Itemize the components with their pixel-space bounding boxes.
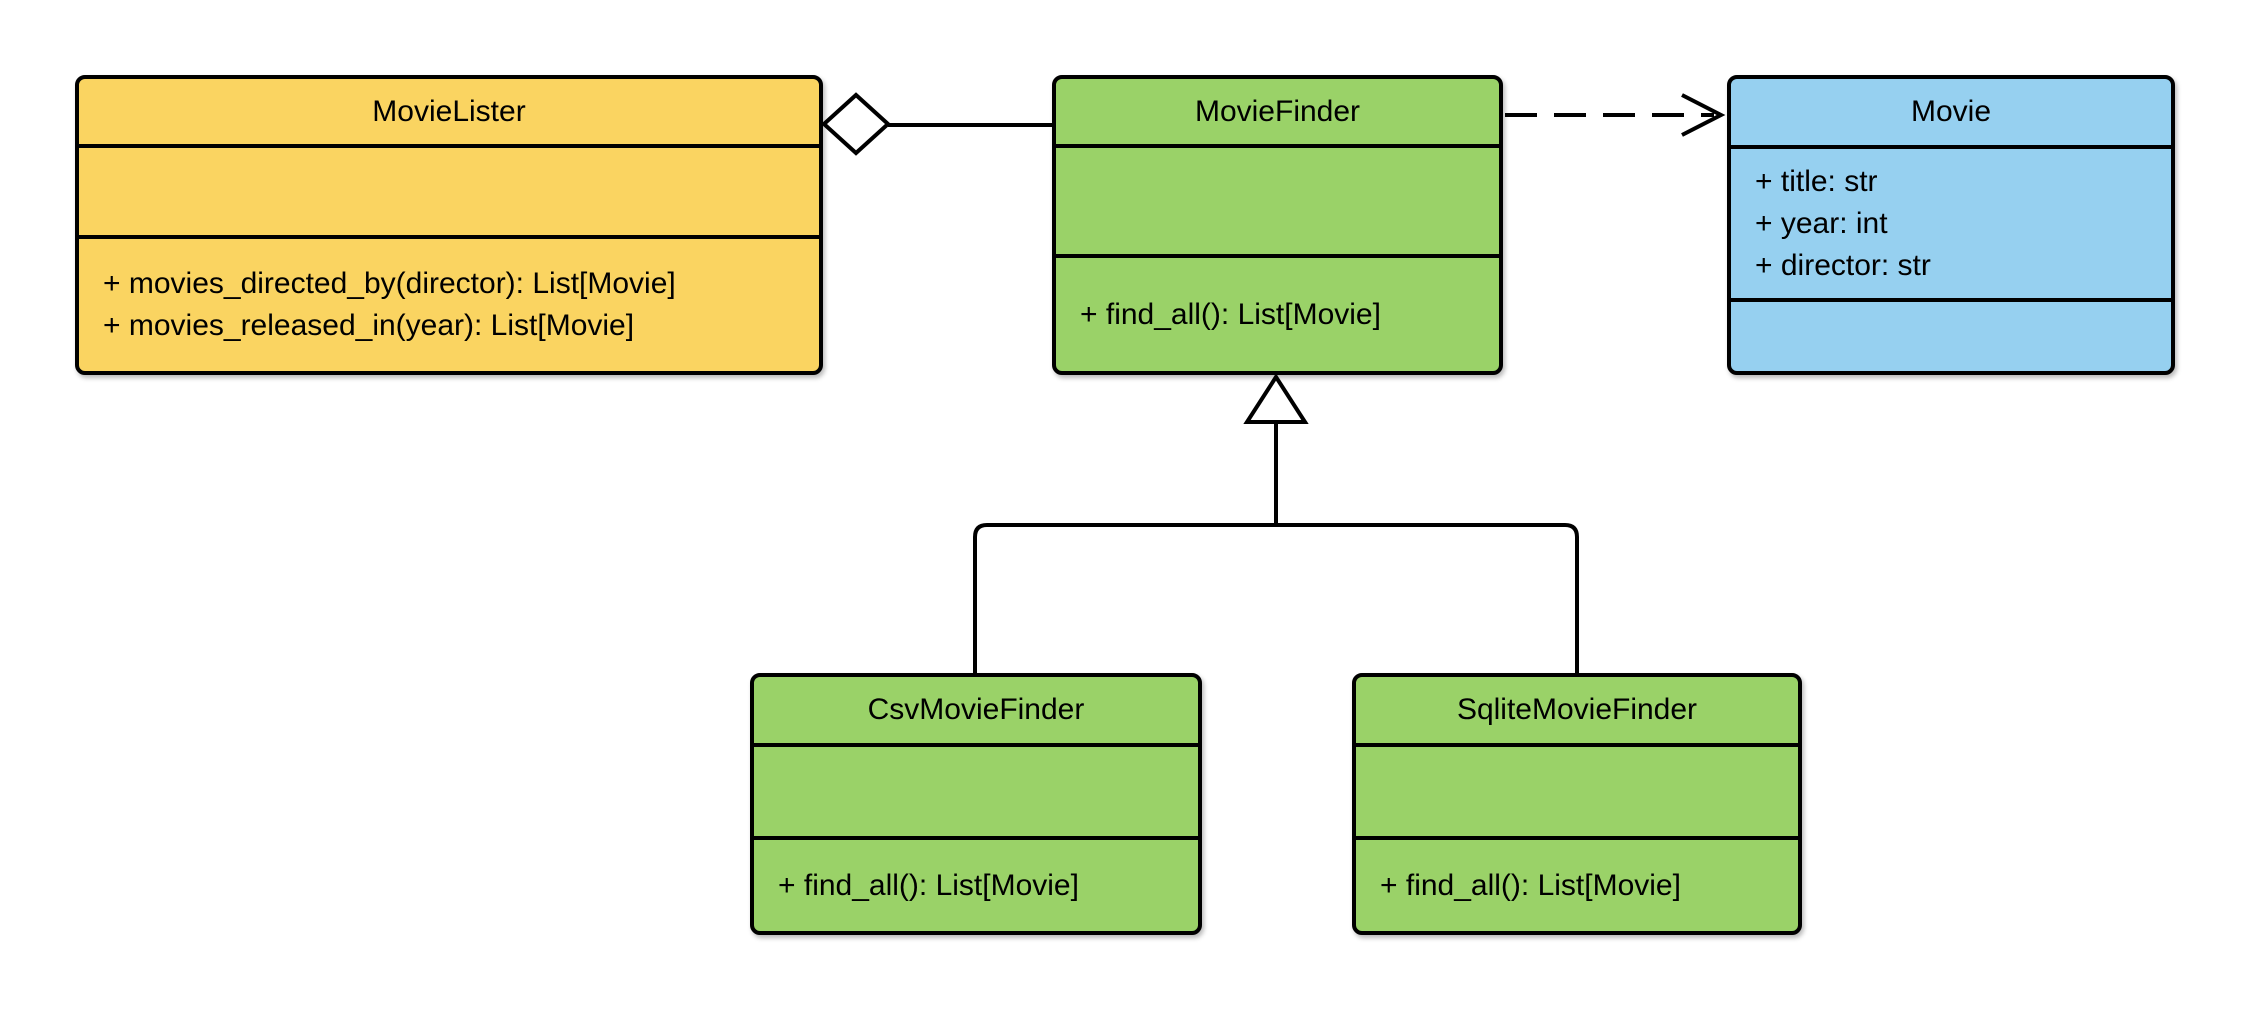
class-name-label: Movie <box>1910 95 1992 128</box>
class-title-section: Movie <box>1731 79 2171 145</box>
class-name-label: MovieLister <box>372 94 526 128</box>
class-methods-section: + movies_directed_by(director): List[Mov… <box>79 235 819 371</box>
class-title-section: CsvMovieFinder <box>754 677 1198 743</box>
class-methods-section: + find_all(): List[Movie] <box>754 836 1198 931</box>
class-name-label: MovieFinder <box>1194 94 1361 128</box>
method-label: + movies_directed_by(director): List[Mov… <box>103 267 676 300</box>
hollow-triangle-marker <box>1243 373 1309 424</box>
class-attributes-section: + title: str + year: int + director: str <box>1731 145 2171 298</box>
class-csvmoviefinder[interactable]: CsvMovieFinder + find_all(): List[Movie] <box>750 673 1202 935</box>
generalization-branches[interactable] <box>973 523 1579 673</box>
method-label: + movies_released_in(year): List[Movie] <box>103 309 635 342</box>
attribute-label: + title: str <box>1755 164 1878 198</box>
hollow-diamond-marker <box>821 92 891 156</box>
attribute-label: + director: str <box>1755 248 1931 282</box>
method-label: + find_all(): List[Movie] <box>1080 297 1381 331</box>
attribute-label: + year: int <box>1755 206 1888 240</box>
class-name-label: SqliteMovieFinder <box>1456 693 1698 726</box>
class-title-section: MovieFinder <box>1056 79 1499 144</box>
class-title-section: MovieLister <box>79 79 819 144</box>
dependency-connector-moviefinder-movie[interactable] <box>1505 93 1726 137</box>
class-attributes-section <box>79 144 819 235</box>
class-attributes-section <box>1056 144 1499 254</box>
method-label: + find_all(): List[Movie] <box>1380 868 1681 902</box>
generalization-connector-subfinders-moviefinder[interactable] <box>973 373 1579 673</box>
class-title-section: SqliteMovieFinder <box>1356 677 1798 743</box>
class-movielister[interactable]: MovieLister + movies_directed_by(directo… <box>75 75 823 375</box>
class-name-label: CsvMovieFinder <box>867 693 1085 726</box>
class-movie[interactable]: Movie + title: str + year: int + directo… <box>1727 75 2175 375</box>
open-arrow-marker <box>1681 93 1726 137</box>
class-sqlitemoviefinder[interactable]: SqliteMovieFinder + find_all(): List[Mov… <box>1352 673 1802 935</box>
aggregation-connector-movielister-moviefinder[interactable] <box>821 92 1054 156</box>
class-attributes-section <box>754 743 1198 836</box>
class-methods-section <box>1731 298 2171 371</box>
class-moviefinder[interactable]: MovieFinder + find_all(): List[Movie] <box>1052 75 1503 375</box>
class-attributes-section <box>1356 743 1798 836</box>
class-methods-section: + find_all(): List[Movie] <box>1056 254 1499 371</box>
method-label: + find_all(): List[Movie] <box>778 868 1079 902</box>
class-methods-section: + find_all(): List[Movie] <box>1356 836 1798 931</box>
